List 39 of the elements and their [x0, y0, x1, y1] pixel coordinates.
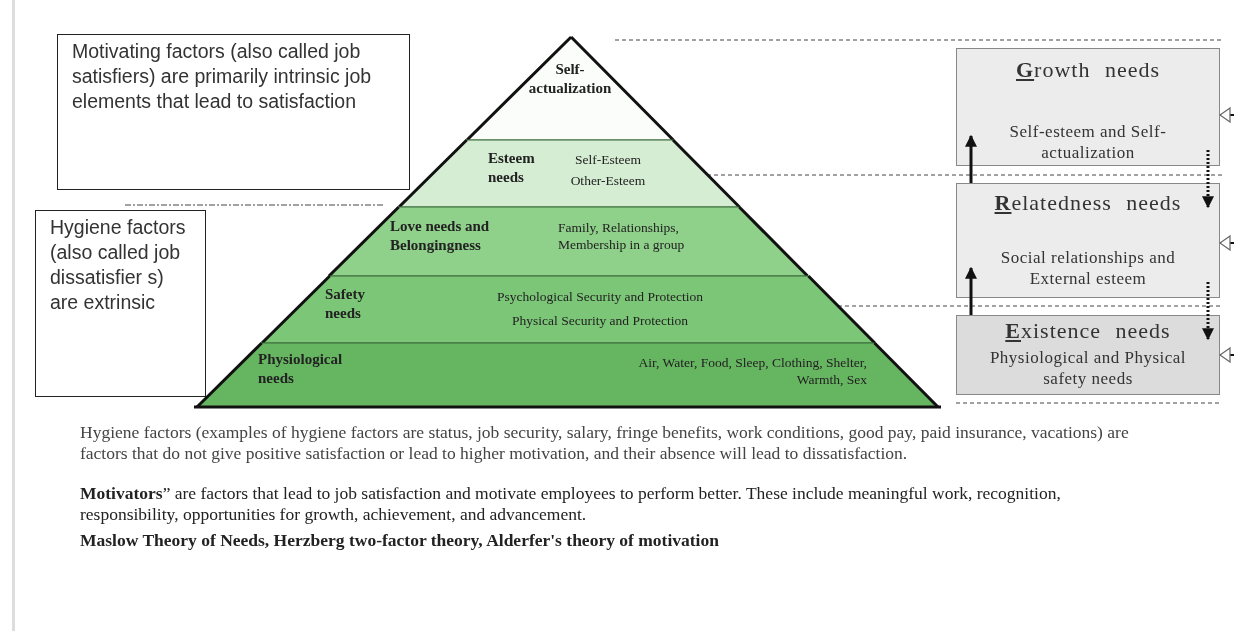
tier-detail: Other-Esteem — [569, 172, 647, 189]
theory-title: Maslow Theory of Needs, Herzberg two-factor theory, Alderfer's theory of motivation — [80, 530, 720, 551]
tier-title: Self-actualization — [527, 60, 613, 98]
tier-detail: Self-Esteem — [574, 151, 642, 168]
tier-title: Esteem needs — [488, 149, 536, 187]
need-detail: Social relationships and External esteem — [999, 247, 1177, 289]
tier-title: Safety needs — [325, 285, 366, 323]
arrow — [965, 134, 977, 183]
pyramid-tier — [261, 276, 875, 343]
pyramid-tier — [466, 37, 674, 140]
pyramid-tier — [329, 207, 809, 276]
need-detail: Self-esteem and Self-actualization — [1008, 121, 1168, 163]
hollow-arrow — [1219, 107, 1234, 123]
need-detail: Physiological and Physical safety needs — [988, 347, 1188, 389]
note-box — [35, 210, 206, 397]
need-title: Growth needs — [1014, 57, 1161, 83]
hollow-arrow — [1219, 347, 1234, 363]
paragraph: Hygiene factors (examples of hygiene factors are status, job security, salary, fringe benefits, work conditions, good pay, paid insurance, vacations) are factors that do not give positive satisfaction or lead to higher motivation, and their absence will lead to dissatisfaction. — [80, 422, 1130, 463]
need-box — [956, 48, 1220, 166]
pyramid-tier — [399, 140, 740, 207]
tier-title: Love needs and Belongingness — [390, 217, 491, 255]
dotted-arrow — [1202, 282, 1214, 341]
note-text: Hygiene factors (also called job dissatisfier s) are extrinsic — [50, 215, 187, 315]
tier-title: Physiological needs — [258, 350, 344, 388]
arrow — [965, 266, 977, 315]
tier-detail: Physical Security and Protection — [511, 312, 689, 329]
note-text: Motivating factors (also called job satisfiers) are primarily intrinsic job elements that lead to satisfaction — [72, 39, 373, 114]
pyramid-tier — [197, 343, 938, 407]
hollow-arrow — [1219, 235, 1234, 251]
need-title: Relatedness needs — [993, 190, 1183, 216]
need-box — [956, 315, 1220, 395]
note-box — [57, 34, 410, 190]
paragraph: Motivators” are factors that lead to job satisfaction and motivate employees to perform better. These include meaningful work, recognition, responsibility, opportunities for growth, achievement, and advancement. — [80, 483, 1062, 524]
need-title: Existence needs — [1004, 318, 1172, 344]
dotted-arrow — [1202, 150, 1214, 209]
tier-detail: Air, Water, Food, Sleep, Clothing, Shelter, Warmth, Sex — [637, 354, 867, 388]
need-box — [956, 183, 1220, 298]
tier-detail: Psychological Security and Protection — [496, 288, 704, 305]
tier-detail: Family, Relationships, Membership in a group — [558, 219, 686, 253]
